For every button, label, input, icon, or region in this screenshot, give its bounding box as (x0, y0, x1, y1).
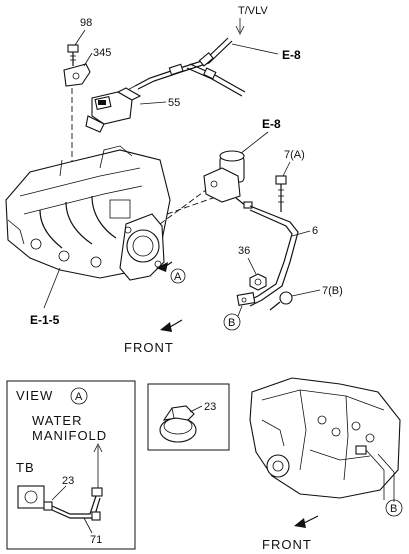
front-arrow-engine (294, 515, 319, 528)
callout-55: 55 (168, 97, 180, 109)
callout-circle-b: B (228, 317, 235, 329)
water-valve (203, 150, 253, 209)
callout-ref-e8-top: E-8 (282, 48, 301, 62)
front-label-engine: FRONT (262, 537, 312, 552)
view-a-hose (51, 487, 103, 521)
water-pipe-6 (236, 205, 299, 307)
view-a-throttle-body (17, 485, 53, 511)
callout-36: 36 (238, 245, 250, 257)
clamp-panel (147, 383, 230, 451)
clamp-callout-23: 23 (204, 401, 216, 413)
callout-7a: 7(A) (284, 149, 305, 161)
view-a-arrow (156, 261, 173, 272)
engine-callout-b: B (390, 503, 397, 515)
callout-98: 98 (80, 17, 92, 29)
view-a-panel (6, 380, 136, 550)
bolt-7a (275, 175, 287, 212)
callout-view-a: A (174, 271, 182, 283)
view-a-callout-71: 71 (90, 534, 102, 546)
view-a-letter: A (75, 391, 83, 403)
solenoid-valve-55 (85, 87, 142, 133)
front-arrow-main (160, 319, 183, 332)
tb-label: TB (16, 460, 35, 475)
callout-ref-e15: E-1-5 (30, 313, 60, 327)
view-a-word: VIEW (16, 388, 53, 403)
front-label-main: FRONT (124, 340, 174, 355)
callout-tvlv: T/VLV (238, 5, 268, 17)
water-manifold-line2: MANIFOLD (32, 428, 107, 443)
callout-ref-e8-mid: E-8 (262, 117, 281, 131)
vacuum-hose-assembly (119, 18, 246, 97)
bolt-7b (269, 291, 293, 311)
bolt-98 (67, 44, 79, 66)
view-a-callout-23: 23 (62, 475, 74, 487)
bracket-345 (63, 63, 91, 87)
nut-36 (249, 273, 267, 291)
hose-clamp-23 (159, 405, 197, 443)
callout-7b: 7(B) (322, 285, 343, 297)
throttle-body (119, 213, 165, 281)
callout-345: 345 (93, 47, 111, 59)
water-manifold-line1: WATER (32, 413, 83, 428)
callout-6: 6 (312, 225, 318, 237)
engine-illustration (249, 377, 401, 499)
